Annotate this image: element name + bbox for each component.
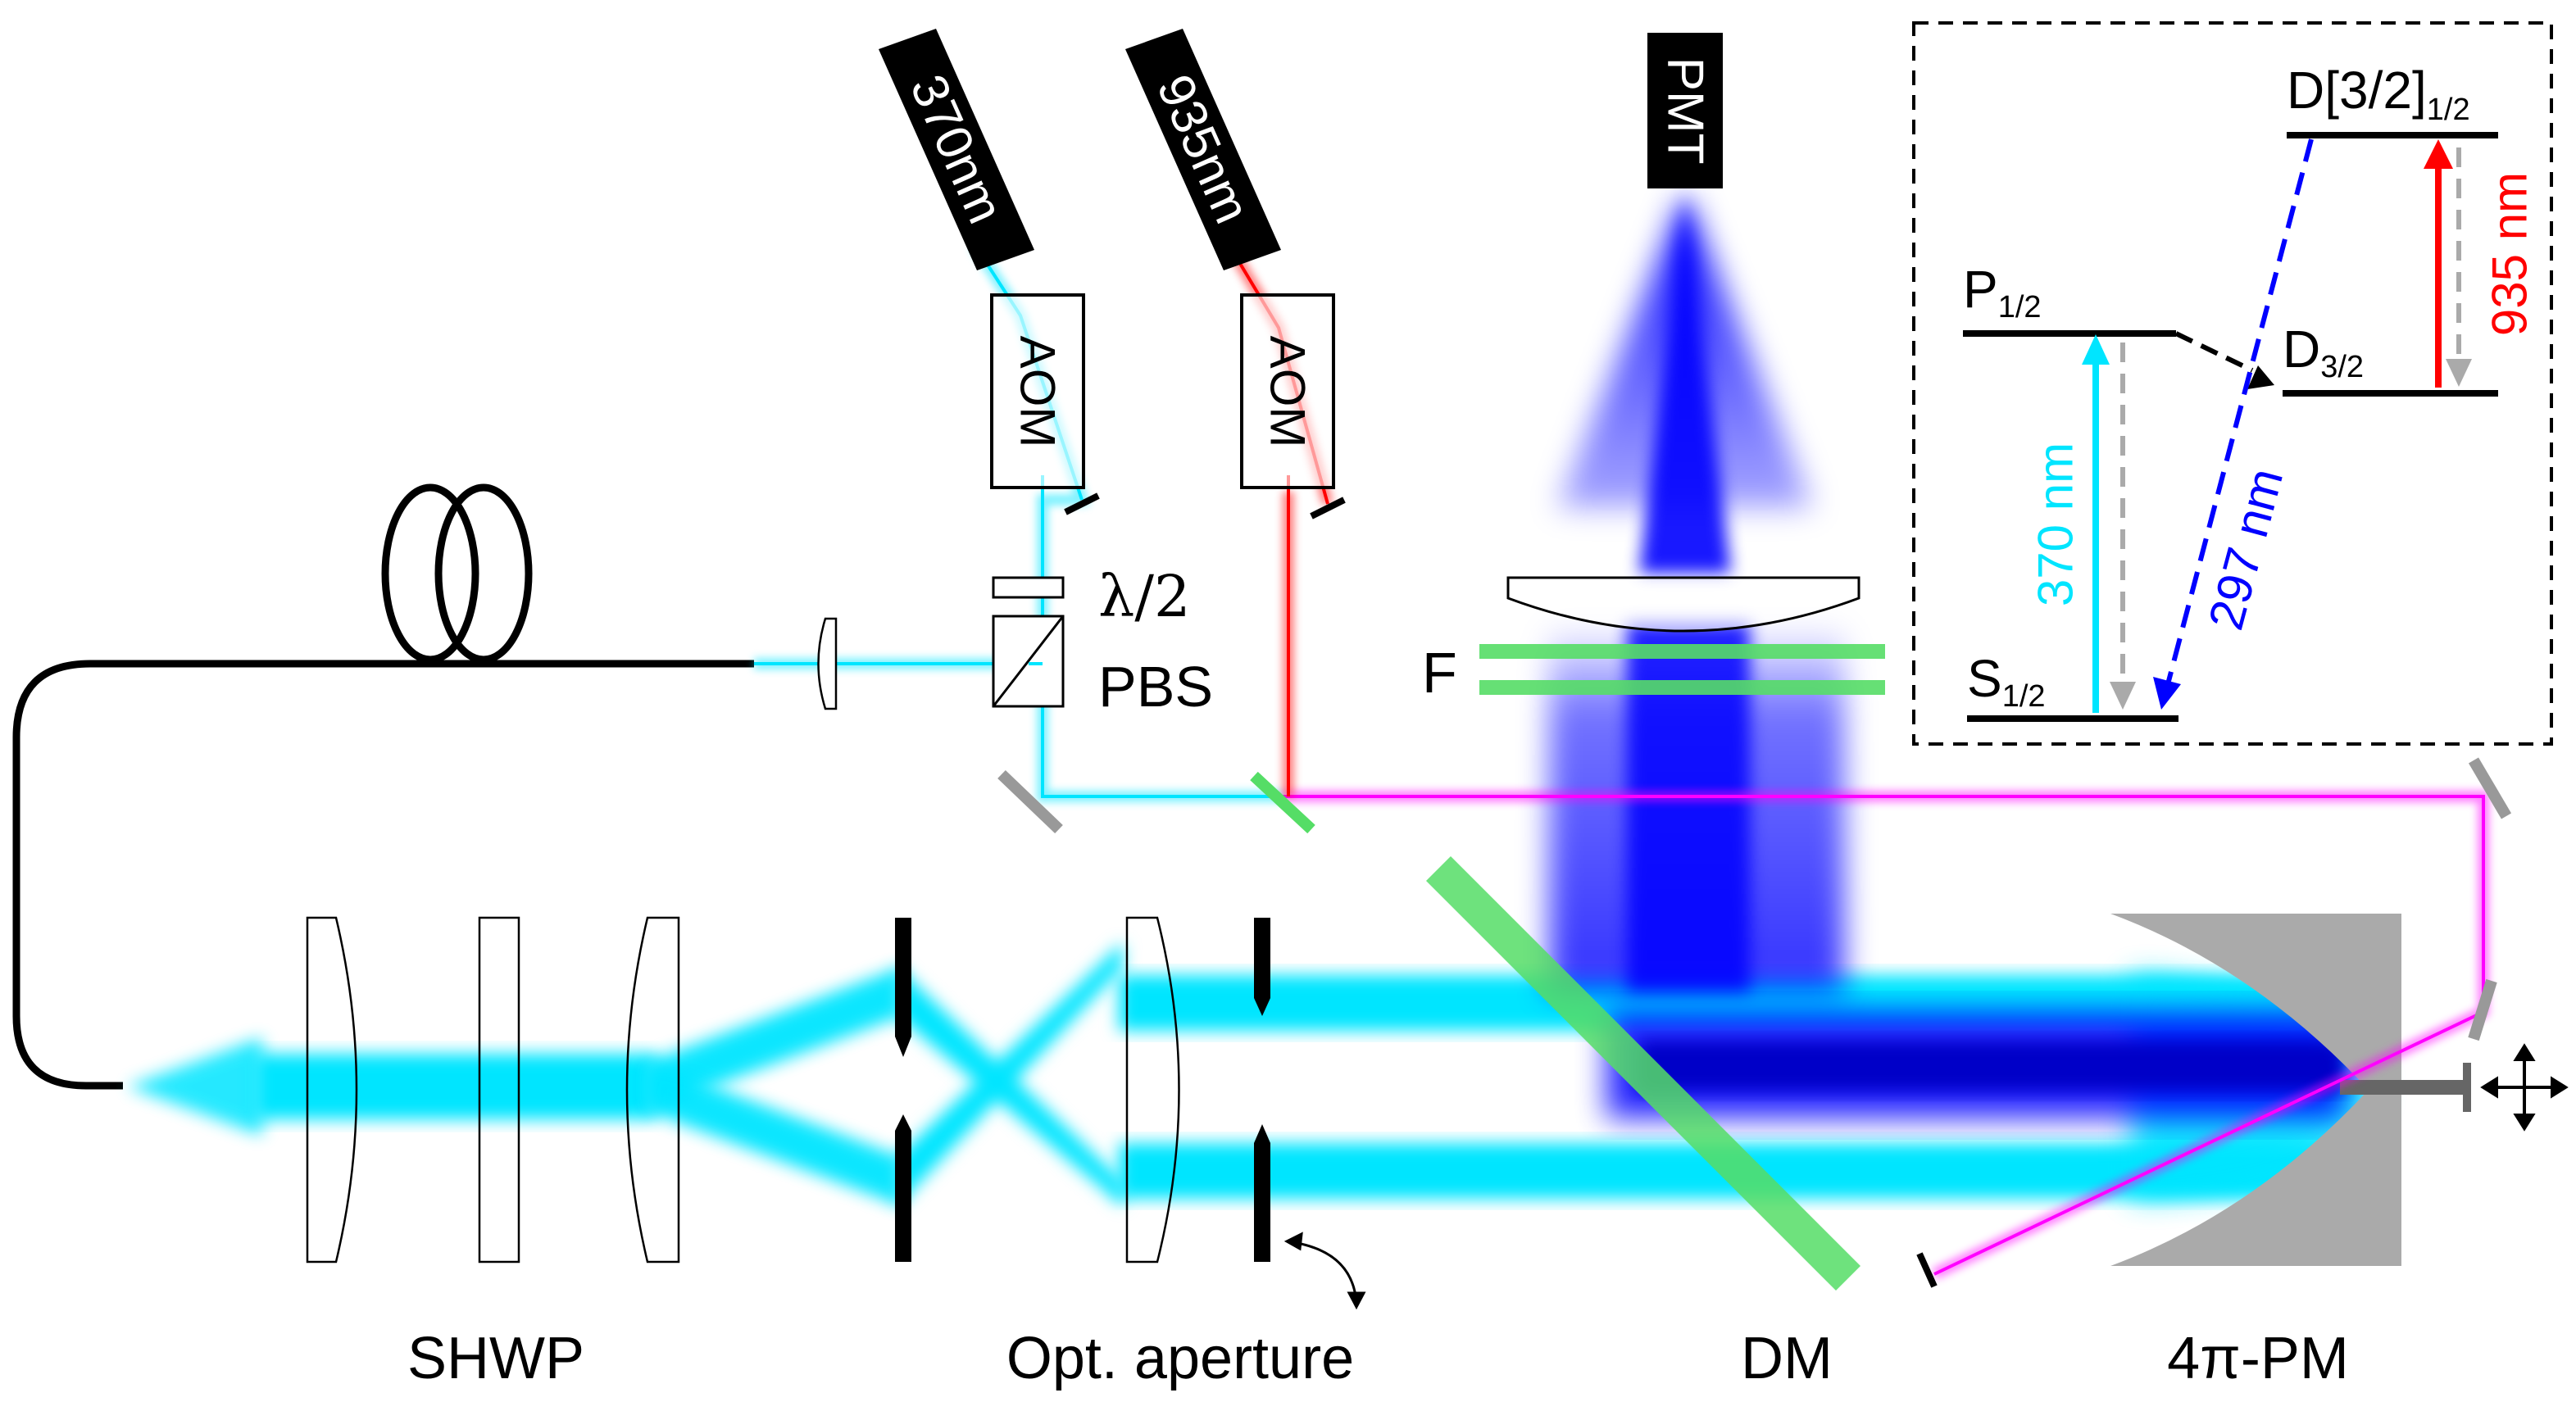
optical-aperture[interactable] [1254, 918, 1270, 1262]
aom-ir-beam-dump [1310, 497, 1346, 519]
fluorescence-light [1549, 193, 2344, 1118]
fiber-coil-loop-2 [434, 483, 533, 664]
aom-uv-beam-dump [1064, 492, 1100, 515]
lens-1 [306, 916, 358, 1263]
combined-beam [1283, 791, 2489, 1280]
parabolic-mirror[interactable] [2110, 914, 2401, 1266]
label-filter: F [1422, 641, 1457, 705]
half-wave-plate [992, 576, 1065, 599]
label-p12: P1/2 [1963, 260, 2042, 324]
label-d32: D3/2 [2283, 320, 2364, 384]
svg-text:AOM: AOM [1011, 336, 1065, 448]
label-d-bracket: D[3/2]1/2 [2287, 61, 2470, 127]
filter-plate-2 [1479, 680, 1885, 695]
aom-uv: AOM [990, 293, 1085, 489]
fiber-coil-loop-1 [381, 483, 479, 664]
label-shwp: SHWP [407, 1326, 584, 1391]
label-370nm: 370 nm [2029, 442, 2083, 606]
fiber-output-cone [127, 1037, 262, 1136]
transition-297 [2165, 138, 2314, 685]
inset-frame [1912, 21, 2553, 746]
laser-935nm: 935nm [1125, 29, 1281, 270]
beam-dump-bottom [1916, 1252, 1938, 1288]
pbs-cube [992, 615, 1065, 708]
label-dichroic-mirror: DM [1741, 1326, 1833, 1391]
svg-text:370nm: 370nm [899, 66, 1014, 231]
optical-fiber [12, 483, 754, 1090]
mirror-3 [2468, 978, 2497, 1041]
label-s12: S1/2 [1967, 649, 2046, 714]
label-pbs: PBS [1098, 655, 1213, 719]
label-parabolic-mirror: 4π-PM [2167, 1326, 2349, 1391]
pmt-detector: PMT [1647, 33, 1723, 188]
aom-ir: AOM [1240, 293, 1335, 489]
optics-bottom-row [306, 916, 1180, 1263]
label-935nm: 935 nm [2483, 172, 2537, 336]
svg-text:PMT: PMT [1657, 57, 1714, 165]
aperture-adjust-arrow [1283, 1232, 1366, 1310]
ion-trap-needle [2340, 1063, 2471, 1112]
filter-plate-1 [1479, 644, 1885, 659]
fiber-coupler-lens [817, 617, 838, 710]
lens-3 [1125, 916, 1180, 1263]
translation-stage-icon[interactable] [2480, 1043, 2569, 1132]
dichroic-mirror[interactable] [1426, 856, 1860, 1291]
label-aperture: Opt. aperture [1006, 1326, 1354, 1391]
shwp-plate [478, 916, 520, 1263]
aperture-1 [895, 918, 911, 1262]
mirror-1 [997, 769, 1063, 834]
lens-2 [625, 916, 680, 1263]
svg-text:AOM: AOM [1261, 336, 1315, 448]
svg-text:935nm: 935nm [1146, 66, 1261, 231]
objective-lens [1506, 576, 1860, 633]
label-half-wave-plate: λ/2 [1098, 563, 1191, 630]
level-scheme-inset: S1/2 P1/2 D3/2 D[3/2]1/2 370 nm 935 nm 2… [1912, 21, 2553, 746]
dichroic-combiner [1250, 771, 1315, 834]
decay-p-to-d [2174, 331, 2254, 373]
mirror-2 [2468, 757, 2512, 819]
laser-370nm: 370nm [879, 29, 1034, 270]
